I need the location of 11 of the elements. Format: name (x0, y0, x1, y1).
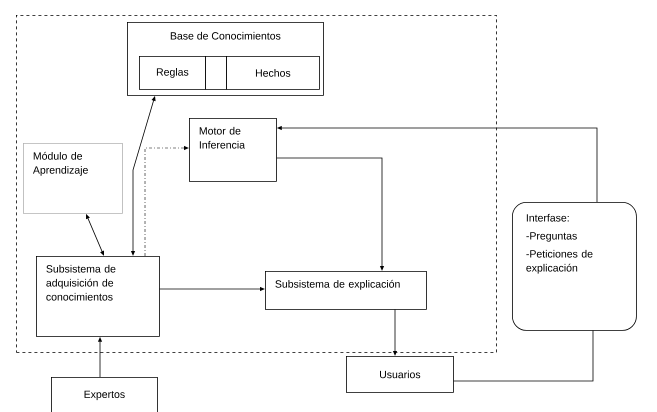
process-box: Módulo de Aprendizaje (23, 143, 123, 214)
dashed-boundary (16, 15, 497, 353)
rounded-box: Interfase: -Preguntas -Peticiones de explicación (512, 202, 637, 331)
table-cell: Reglas (139, 56, 206, 90)
process-box: Usuarios (346, 356, 454, 393)
table-cell (205, 56, 227, 90)
process-box: Subsistema de explicación (265, 271, 427, 310)
process-box: Motor de Inferencia (189, 118, 277, 182)
table-cell: Hechos (226, 56, 320, 90)
process-box: Expertos (51, 377, 158, 412)
process-box: Subsistema de adquisición de conocimientos (36, 256, 160, 337)
